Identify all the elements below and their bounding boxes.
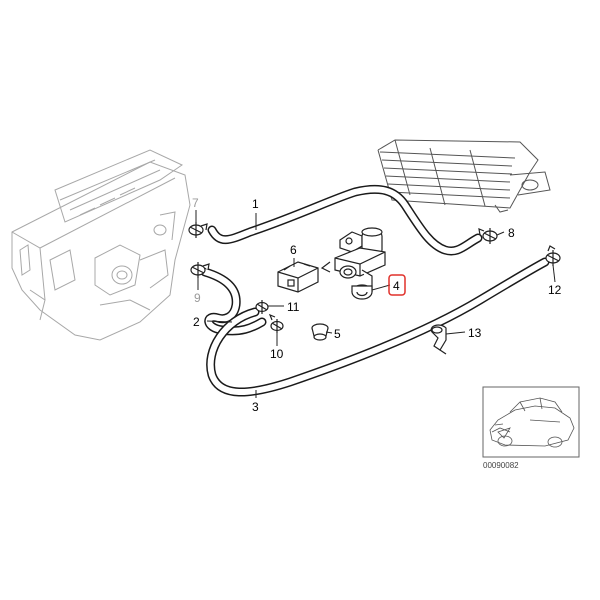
- part-13-bracket: [430, 324, 447, 355]
- callout-9: 9: [194, 291, 201, 305]
- callout-6: 6: [290, 243, 297, 257]
- car-thumbnail: [482, 386, 580, 458]
- reference-code: 00090082: [483, 461, 519, 470]
- clamp-12: [545, 245, 561, 266]
- clamp-8: [478, 228, 498, 244]
- callout-7: 7: [192, 196, 199, 210]
- clamp-9: [190, 262, 210, 278]
- callout-5: 5: [334, 327, 341, 341]
- callout-2: 2: [193, 315, 200, 329]
- leader-lines: [195, 210, 556, 398]
- callout-1: 1: [252, 197, 259, 211]
- callout-4-highlight: [388, 274, 406, 296]
- engine-block: [11, 149, 191, 341]
- clamp-11: [255, 300, 269, 314]
- clamp-7: [188, 222, 208, 238]
- callout-12: 12: [548, 283, 562, 297]
- clamp-10: [268, 313, 284, 333]
- callout-10: 10: [270, 347, 284, 361]
- callout-8: 8: [508, 226, 515, 240]
- part-4-water-valve: [320, 227, 386, 300]
- callout-13: 13: [468, 326, 482, 340]
- callout-11: 11: [287, 300, 300, 314]
- callout-3: 3: [252, 400, 259, 414]
- part-5-plug: [311, 323, 329, 341]
- heater-core: [377, 139, 551, 213]
- callout-4: 4: [393, 279, 400, 293]
- part-6-connector: [277, 261, 319, 293]
